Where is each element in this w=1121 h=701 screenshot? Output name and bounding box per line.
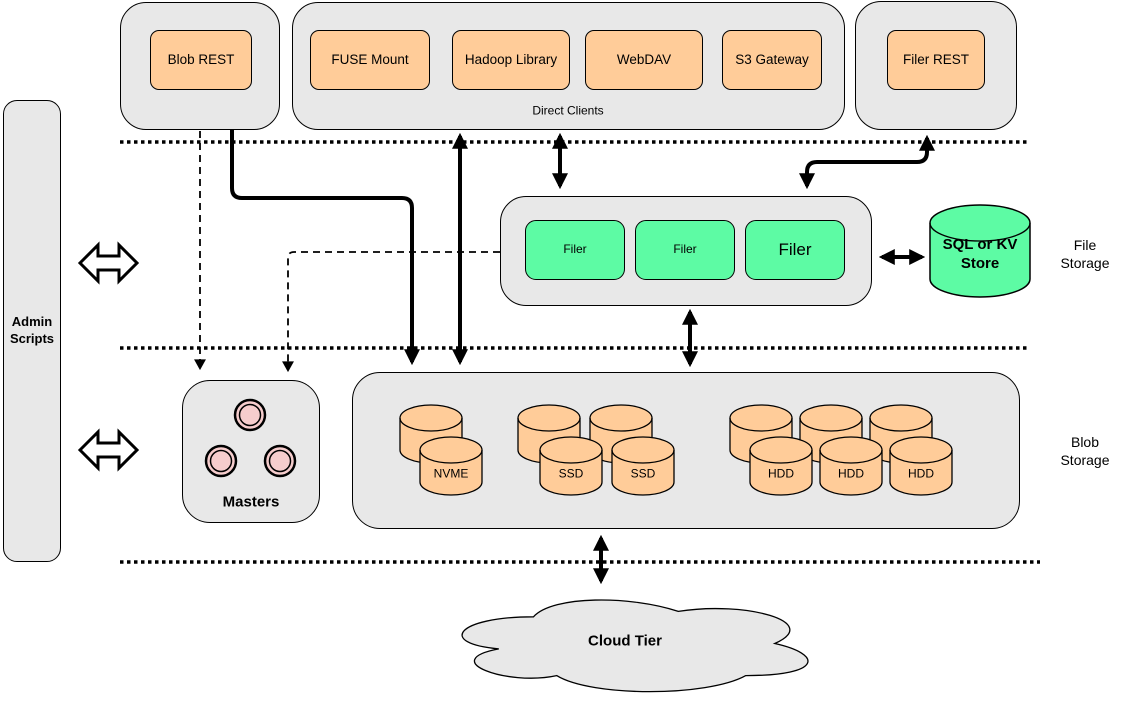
admin-scripts-label: Admin Scripts — [9, 314, 55, 346]
kv-store-label: SQL or KV Store — [942, 235, 1018, 272]
dashed-connector-filer-to-masters — [282, 251, 500, 373]
filer-node: Filer — [745, 220, 845, 280]
filer-rest-node: Filer REST — [887, 30, 985, 90]
file-storage-tier-label: File Storage — [1060, 237, 1110, 271]
hdd-label: HDD — [768, 466, 794, 481]
hdd-label: HDD — [838, 466, 864, 481]
admin-sync-arrow-blob-icon — [77, 428, 140, 472]
nvme-label: NVME — [433, 466, 469, 481]
cloud-tier-label: Cloud Tier — [588, 632, 662, 650]
s3-gateway-node: S3 Gateway — [722, 30, 822, 90]
direct-clients-label: Direct Clients — [532, 103, 604, 118]
filer-node: Filer — [525, 220, 625, 280]
volume-servers-group — [352, 372, 1020, 529]
hadoop-library-node: Hadoop Library — [452, 30, 570, 90]
fuse-mount-node: FUSE Mount — [310, 30, 430, 90]
ssd-label: SSD — [558, 466, 584, 481]
ssd-label: SSD — [630, 466, 656, 481]
blob-storage-tier-label: Blob Storage — [1060, 434, 1110, 468]
admin-scripts-panel: Admin Scripts — [3, 100, 61, 562]
blob-rest-node: Blob REST — [150, 30, 252, 90]
admin-sync-arrow-file-icon — [77, 241, 140, 285]
filer-node: Filer — [635, 220, 735, 280]
connector-blob-rest-to-blob-storage — [230, 130, 420, 366]
hdd-label: HDD — [908, 466, 934, 481]
webdav-node: WebDAV — [585, 30, 703, 90]
connector-filer-rest-to-filer — [799, 134, 935, 190]
masters-label: Masters — [222, 493, 280, 511]
